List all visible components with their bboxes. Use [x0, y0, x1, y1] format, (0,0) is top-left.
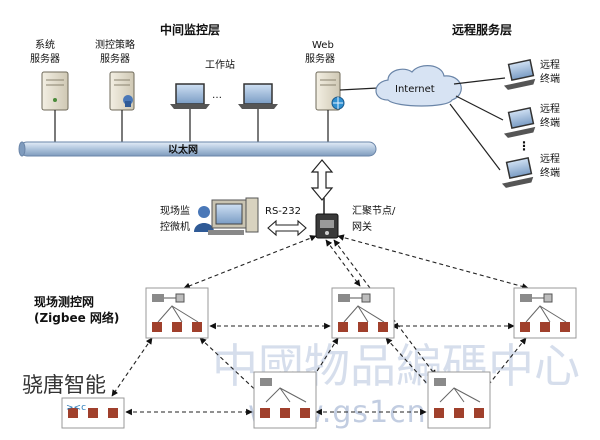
- sensor-node-bottom-1: [61, 397, 125, 429]
- system-server-label-2: 服务器: [30, 52, 60, 65]
- sensor-node-top-1: [145, 287, 209, 339]
- web-to-internet-line: [339, 87, 379, 91]
- remote-terminal-2-label-1: 远程: [540, 103, 560, 115]
- workstation-laptop-icon-2: [238, 83, 278, 109]
- workstation-laptop-icon-1: [170, 83, 210, 109]
- field-network-label-1: 现场测控网: [34, 294, 94, 309]
- remote-terminal-icon-3: [501, 156, 534, 188]
- remote-terminal-ellipsis: ⋮: [518, 139, 530, 153]
- ethernet-label: 以太网: [168, 143, 198, 156]
- strategy-server-icon: [109, 71, 135, 111]
- strategy-server-label-1: 测控策略: [95, 38, 135, 51]
- system-server-label-1: 系统: [35, 38, 55, 51]
- ethernet-bus: [18, 141, 377, 157]
- bus-drop-lines: [54, 109, 329, 142]
- sensor-node-top-2: [331, 287, 395, 339]
- gateway-device-icon: [315, 198, 339, 239]
- remote-terminal-3-label-2: 终端: [540, 166, 560, 179]
- strategy-server-label-2: 服务器: [100, 52, 130, 65]
- workstation-ellipsis: …: [212, 90, 222, 101]
- sensor-node-top-3: [513, 287, 577, 339]
- gateway-label-2: 网关: [352, 220, 372, 233]
- onsite-pc-icon: [194, 197, 259, 235]
- web-server-label-1: Web: [312, 40, 334, 51]
- field-network-label-2: (Zigbee 网络): [34, 310, 119, 325]
- logo-text: 骁唐智能: [22, 373, 106, 397]
- system-server-icon: [41, 71, 69, 111]
- workstation-label: 工作站: [205, 58, 235, 71]
- rs232-label: RS-232: [265, 206, 301, 217]
- gateway-label-1: 汇聚节点/: [352, 204, 396, 217]
- middle-layer-title: 中间监控层: [160, 22, 220, 37]
- remote-terminal-icon-1: [503, 58, 536, 90]
- internet-to-terminal-lines: [449, 77, 506, 171]
- onsite-pc-label-1: 现场监: [160, 204, 190, 217]
- sensor-node-bottom-3: [427, 371, 491, 429]
- remote-terminal-1-label-2: 终端: [540, 72, 560, 85]
- remote-terminal-icon-2: [503, 106, 536, 138]
- internet-label: Internet: [395, 84, 435, 95]
- remote-terminal-3-label-1: 远程: [540, 153, 560, 165]
- remote-terminal-2-label-2: 终端: [540, 116, 560, 129]
- remote-terminal-1-label-1: 远程: [540, 59, 560, 71]
- rs232-double-arrow: [267, 219, 307, 237]
- remote-layer-title: 远程服务层: [452, 22, 512, 37]
- bus-gateway-double-arrow: [310, 159, 334, 201]
- sensor-node-bottom-2: [253, 371, 317, 429]
- internet-cloud-icon: [375, 65, 462, 107]
- web-server-icon: [315, 71, 345, 111]
- logo-sub-text: ><c: [66, 403, 86, 413]
- web-server-label-2: 服务器: [305, 52, 335, 65]
- onsite-pc-label-2: 控微机: [160, 220, 190, 233]
